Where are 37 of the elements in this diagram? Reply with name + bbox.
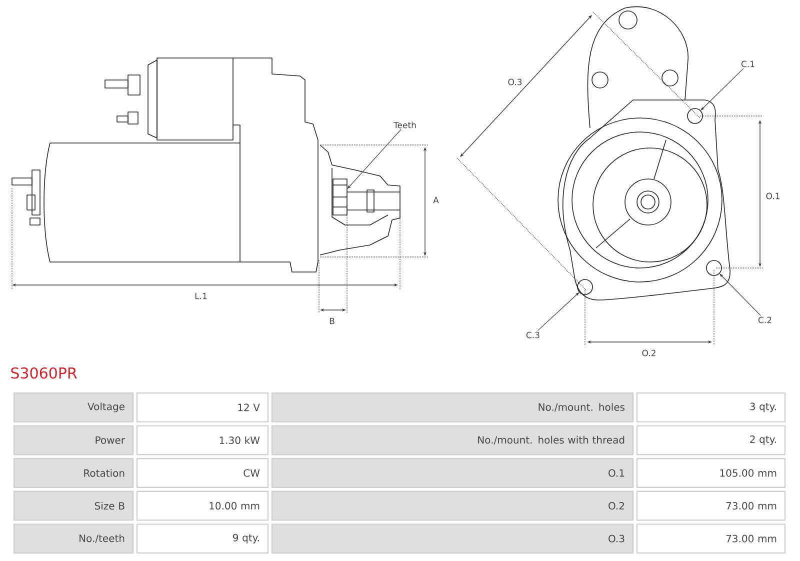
table-cell: No./mount. holes xyxy=(271,392,634,422)
leader-line xyxy=(700,68,744,110)
table-cell: Size B xyxy=(13,490,134,521)
table-cell: 2 qty. xyxy=(636,425,786,456)
table-cell: 3 qty. xyxy=(636,392,786,422)
part-number-title: S3060PR xyxy=(11,367,77,379)
leader-line xyxy=(720,274,761,316)
table-cell: 73.00 mm xyxy=(636,524,786,554)
table-cell: 73.00 mm xyxy=(636,490,786,521)
callout-label: C.3 xyxy=(526,332,540,338)
callout-label: C.2 xyxy=(758,316,772,324)
dimension-label: O.2 xyxy=(642,350,656,356)
dimension-label: A xyxy=(433,196,439,204)
dimension-label: O.3 xyxy=(508,78,522,86)
dimension-label: O.1 xyxy=(766,192,780,200)
table-cell: CW xyxy=(136,458,269,488)
mount-hole xyxy=(706,260,722,276)
table-cell: O.3 xyxy=(271,524,634,554)
table-cell: No./mount. holes with thread xyxy=(271,425,634,456)
dimension-label: L.1 xyxy=(195,292,207,300)
table-cell: 105.00 mm xyxy=(636,458,786,488)
mount-hole xyxy=(577,279,593,295)
table-cell: 1.30 kW xyxy=(136,425,269,456)
mount-hole xyxy=(687,108,703,124)
table-cell: 12 V xyxy=(136,392,269,422)
callout-label: Teeth xyxy=(394,122,416,128)
table-cell: 9 qty. xyxy=(136,524,269,554)
table-cell: 10.00 mm xyxy=(136,490,269,521)
dimension-label: B xyxy=(330,318,334,324)
table-cell: Rotation xyxy=(13,458,134,488)
callout-label: C.1 xyxy=(741,60,754,68)
table-cell: Voltage xyxy=(13,392,134,422)
table-cell: No./teeth xyxy=(13,524,134,554)
pinion-teeth xyxy=(332,178,348,216)
table-cell: O.1 xyxy=(271,458,634,488)
table-cell: O.2 xyxy=(271,490,634,521)
table-cell: Power xyxy=(13,425,134,456)
